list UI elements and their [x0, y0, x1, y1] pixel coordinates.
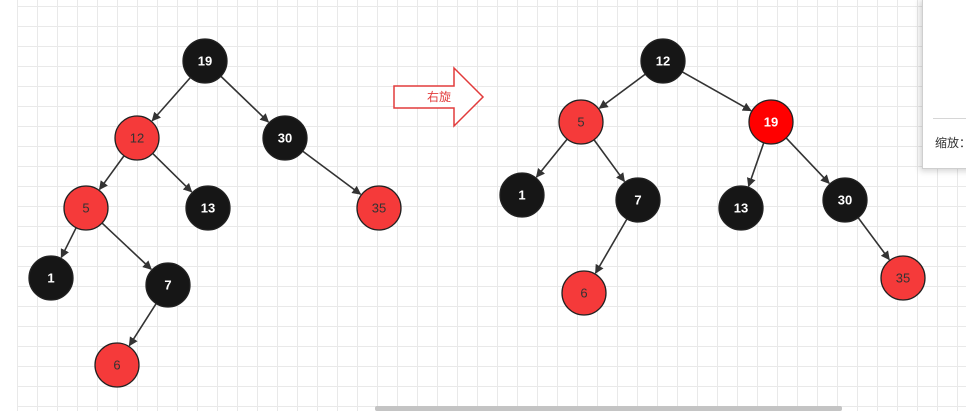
- after-node-circle-30: [822, 177, 868, 223]
- before-node-19[interactable]: 19: [182, 38, 228, 84]
- before-node-circle-6: [94, 342, 140, 388]
- before-node-circle-5: [63, 185, 109, 231]
- after-node-6[interactable]: 6: [561, 270, 607, 316]
- before-node-7[interactable]: 7: [145, 262, 191, 308]
- after-node-19[interactable]: 19: [748, 99, 794, 145]
- after-node-label-5: 5: [577, 115, 584, 130]
- before-node-label-6: 6: [113, 358, 120, 373]
- before-edge-7-to-6[interactable]: [128, 303, 157, 347]
- before-edge-19-to-30[interactable]: [220, 75, 270, 123]
- after-node-label-19: 19: [764, 115, 778, 130]
- before-node-1[interactable]: 1: [28, 255, 74, 301]
- before-node-30[interactable]: 30: [262, 115, 308, 161]
- after-node-label-7: 7: [634, 193, 641, 208]
- before-node-label-19: 19: [198, 54, 212, 69]
- after-node-label-1: 1: [518, 188, 525, 203]
- before-node-circle-19: [182, 38, 228, 84]
- before-tree-edges: [60, 75, 362, 347]
- before-node-label-35: 35: [372, 201, 386, 216]
- after-node-circle-35: [880, 255, 926, 301]
- after-edge-12-to-19[interactable]: [681, 71, 752, 112]
- before-edge-30-to-35[interactable]: [302, 150, 362, 195]
- after-node-30[interactable]: 30: [822, 177, 868, 223]
- after-node-5[interactable]: 5: [558, 99, 604, 145]
- right-arrow-icon: [393, 66, 485, 128]
- after-edge-19-to-13[interactable]: [746, 142, 765, 188]
- after-node-circle-1: [499, 172, 545, 218]
- after-node-label-35: 35: [896, 271, 910, 286]
- after-node-7[interactable]: 7: [615, 177, 661, 223]
- canvas-left-margin: [0, 0, 17, 411]
- after-node-35[interactable]: 35: [880, 255, 926, 301]
- after-edge-5-to-1[interactable]: [535, 138, 568, 178]
- before-node-label-13: 13: [201, 201, 215, 216]
- before-node-circle-1: [28, 255, 74, 301]
- after-node-1[interactable]: 1: [499, 172, 545, 218]
- after-node-label-30: 30: [838, 193, 852, 208]
- format-side-panel: 缩放：: [922, 0, 966, 169]
- rotate-arrow-label: 右旋: [427, 89, 451, 104]
- before-edge-5-to-1[interactable]: [60, 227, 77, 259]
- after-node-circle-19: [748, 99, 794, 145]
- before-node-circle-30: [262, 115, 308, 161]
- before-node-label-12: 12: [130, 131, 144, 146]
- after-edge-7-to-6[interactable]: [594, 218, 628, 274]
- after-node-label-6: 6: [580, 286, 587, 301]
- before-node-35[interactable]: 35: [356, 185, 402, 231]
- before-node-13[interactable]: 13: [185, 185, 231, 231]
- before-node-circle-35: [356, 185, 402, 231]
- before-tree: 19 12 30 5 13 35 1 7 6: [28, 38, 402, 388]
- after-node-circle-7: [615, 177, 661, 223]
- before-edge-19-to-12[interactable]: [151, 76, 192, 122]
- after-node-label-13: 13: [734, 201, 748, 216]
- after-node-12[interactable]: 12: [640, 38, 686, 84]
- zoom-label: 缩放：: [935, 136, 966, 150]
- after-node-circle-13: [718, 185, 764, 231]
- after-edge-19-to-30[interactable]: [785, 137, 830, 184]
- before-node-circle-7: [145, 262, 191, 308]
- before-node-label-30: 30: [278, 131, 292, 146]
- after-node-circle-12: [640, 38, 686, 84]
- after-node-label-12: 12: [656, 54, 670, 69]
- before-node-label-5: 5: [82, 201, 89, 216]
- before-node-label-1: 1: [47, 271, 54, 286]
- after-tree-edges: [535, 71, 890, 274]
- after-edge-5-to-7[interactable]: [593, 139, 626, 183]
- before-node-6[interactable]: 6: [94, 342, 140, 388]
- before-node-circle-13: [185, 185, 231, 231]
- before-edge-12-to-5[interactable]: [98, 155, 125, 191]
- after-edge-30-to-35[interactable]: [857, 217, 890, 261]
- panel-divider: [933, 118, 966, 119]
- before-node-label-7: 7: [164, 278, 171, 293]
- before-node-12[interactable]: 12: [114, 115, 160, 161]
- before-edge-12-to-13[interactable]: [152, 152, 193, 193]
- after-node-circle-5: [558, 99, 604, 145]
- after-tree: 12 5 19 1 7 13 30 6 35: [499, 38, 926, 316]
- after-edge-12-to-5[interactable]: [598, 73, 646, 109]
- before-node-5[interactable]: 5: [63, 185, 109, 231]
- before-edge-5-to-7[interactable]: [101, 222, 152, 270]
- horizontal-scrollbar[interactable]: [375, 406, 842, 411]
- after-node-circle-6: [561, 270, 607, 316]
- before-node-circle-12: [114, 115, 160, 161]
- after-node-13[interactable]: 13: [718, 185, 764, 231]
- rotate-right-arrow[interactable]: 右旋: [393, 66, 485, 128]
